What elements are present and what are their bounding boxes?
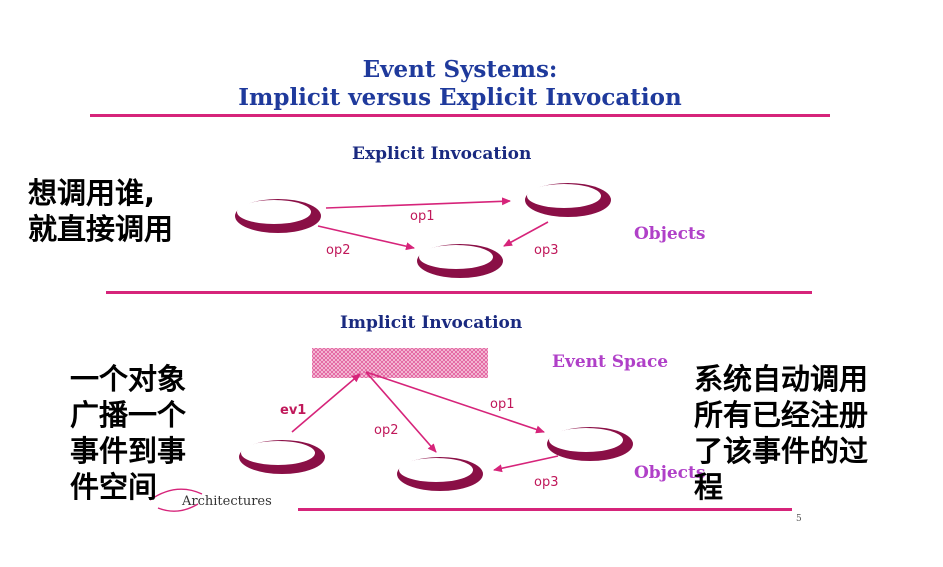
implicit-op3-label: op3 [534, 475, 558, 490]
implicit-arrow-op2 [365, 371, 437, 453]
note-explicit-line: 就直接调用 [28, 212, 174, 246]
explicit-arrow-op3 [503, 221, 549, 247]
title-rule [90, 114, 830, 117]
section-divider-rule [106, 291, 812, 294]
explicit-op2-label: op2 [326, 243, 350, 258]
note-broadcast-line: 广播一个 [70, 398, 187, 432]
implicit-op2-label: op2 [374, 423, 398, 438]
implicit-object-a [239, 440, 325, 474]
implicit-object-c [397, 457, 483, 491]
note-auto-invoke: 系统自动调用 所有已经注册 了该事件的过 程 [694, 361, 934, 505]
note-auto-invoke-line: 程 [694, 470, 724, 504]
event-space-label: Event Space [552, 352, 669, 372]
implicit-arrow-op1 [365, 371, 545, 434]
implicit-object-b [547, 427, 633, 461]
note-broadcast-line: 件空间 [70, 470, 158, 504]
note-broadcast-line: 一个对象 [70, 362, 187, 396]
bottom-rule [298, 508, 792, 511]
note-auto-invoke-line: 了该事件的过 [694, 434, 869, 468]
explicit-object-c [417, 244, 503, 278]
note-broadcast: 一个对象 广播一个 事件到事 件空间 [70, 361, 230, 505]
explicit-objects-label: Objects [634, 224, 706, 244]
implicit-op1-label: op1 [490, 397, 514, 412]
explicit-object-a [235, 199, 321, 233]
note-auto-invoke-line: 系统自动调用 [694, 362, 869, 396]
slide-title-line-1: Event Systems: [362, 56, 558, 83]
note-broadcast-line: 事件到事 [70, 434, 187, 468]
page-number: 5 [796, 514, 802, 524]
implicit-arrow-op3 [493, 455, 559, 473]
explicit-arrow-op2 [317, 225, 415, 251]
explicit-invocation-heading: Explicit Invocation [352, 144, 532, 164]
explicit-op1-label: op1 [410, 209, 434, 224]
note-explicit-line: 想调用谁, [28, 176, 156, 210]
slide-title-line-2: Implicit versus Explicit Invocation [238, 84, 682, 111]
explicit-object-b [525, 183, 611, 217]
implicit-invocation-heading: Implicit Invocation [340, 313, 523, 333]
event-space-area [312, 348, 488, 378]
explicit-arrow-op1 [325, 197, 511, 209]
implicit-arrow-ev1 [291, 373, 361, 433]
implicit-objects-label: Objects [634, 463, 706, 483]
implicit-ev1-label: ev1 [280, 403, 306, 418]
footer-text: Architectures [182, 494, 272, 509]
footer-logo-icon [149, 488, 203, 512]
explicit-op3-label: op3 [534, 243, 558, 258]
note-auto-invoke-line: 所有已经注册 [694, 398, 869, 432]
note-explicit: 想调用谁, 就直接调用 [28, 175, 228, 247]
